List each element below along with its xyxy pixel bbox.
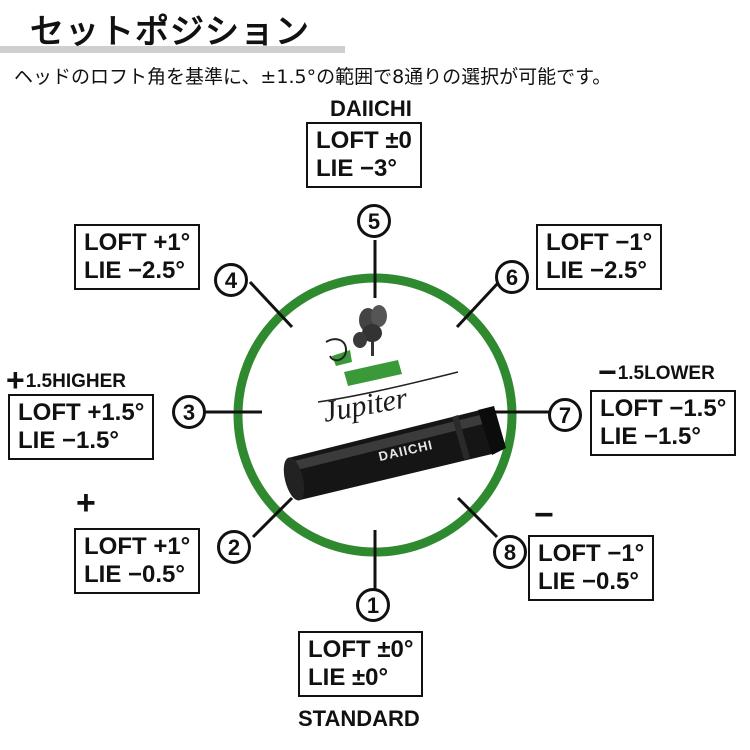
position-4-box: LOFT +1° LIE −2.5° [74, 224, 201, 290]
position-8-box: LOFT −1° LIE −0.5° [528, 535, 655, 601]
lie-value: LIE ±0° [308, 664, 389, 691]
position-6-number: 6 [495, 260, 529, 294]
logo-plant-leaf [371, 305, 387, 327]
lie-value: LIE −3° [316, 155, 397, 182]
position-2-number: 2 [217, 530, 251, 564]
loft-value: LOFT ±0 [316, 127, 412, 154]
jupiter-logo: Jupiter [317, 305, 459, 429]
title-underline [0, 46, 345, 53]
sleeve-highlight [290, 415, 483, 471]
lower-label: −1.5LOWER [598, 354, 715, 391]
lie-value: LIE −0.5° [538, 568, 639, 595]
sleeve-band [452, 415, 470, 460]
minus-symbol: − [598, 354, 617, 390]
position-3-box: LOFT +1.5° LIE −1.5° [8, 394, 155, 460]
position-7-number: 7 [548, 398, 582, 432]
tick-line-4 [248, 280, 294, 329]
standard-label: STANDARD [298, 706, 420, 731]
tick-line-2 [251, 496, 294, 539]
position-6-box: LOFT −1° LIE −2.5° [536, 224, 663, 290]
position-1-box: LOFT ±0° LIE ±0° [298, 631, 424, 697]
logo-green-shape [344, 360, 402, 386]
page-title: セットポジション [30, 12, 310, 52]
logo-brand-text: Jupiter [320, 381, 410, 428]
lie-value: LIE −1.5° [600, 423, 701, 450]
position-5-number: 5 [357, 204, 391, 238]
position-5-box: LOFT ±0 LIE −3° [306, 122, 422, 188]
higher-text: 1.5HIGHER [25, 371, 126, 392]
lower-text: 1.5LOWER [617, 363, 715, 384]
position-2-sign: + [76, 484, 96, 522]
loft-value: LOFT +1° [84, 229, 191, 256]
position-7-box: LOFT −1.5° LIE −1.5° [590, 390, 737, 456]
plus-symbol: + [6, 362, 25, 398]
lie-value: LIE −1.5° [18, 427, 119, 454]
tick-line-6 [455, 281, 500, 329]
position-8-sign: − [534, 496, 554, 534]
higher-label: +1.5HIGHER [6, 362, 126, 399]
tick-line-8 [456, 496, 499, 539]
loft-value: LOFT −1° [546, 229, 653, 256]
loft-value: LOFT +1° [84, 533, 191, 560]
logo-swirl [325, 338, 348, 362]
logo-plant-leaf [362, 324, 382, 342]
position-2-box: LOFT +1° LIE −0.5° [74, 528, 201, 594]
lie-value: LIE −0.5° [84, 561, 185, 588]
position-8-number: 8 [493, 535, 527, 569]
logo-underline [317, 371, 459, 403]
page-subtitle: ヘッドのロフト角を基準に、±1.5°の範囲で8通りの選択が可能です。 [14, 66, 612, 88]
lie-value: LIE −2.5° [546, 257, 647, 284]
position-3-number: 3 [172, 395, 206, 429]
position-1-number: 1 [356, 588, 390, 622]
loft-value: LOFT −1° [538, 540, 645, 567]
loft-value: LOFT ±0° [308, 636, 414, 663]
lie-value: LIE −2.5° [84, 257, 185, 284]
position-4-number: 4 [214, 263, 248, 297]
sleeve-end [283, 457, 305, 501]
daiichi-sleeve [283, 406, 506, 501]
sleeve-cap [478, 406, 506, 455]
logo-stem [371, 340, 374, 356]
logo-plant-leaf [353, 332, 367, 348]
daiichi-label: DAIICHI [330, 96, 412, 121]
loft-value: LOFT +1.5° [18, 399, 145, 426]
loft-value: LOFT −1.5° [600, 395, 727, 422]
